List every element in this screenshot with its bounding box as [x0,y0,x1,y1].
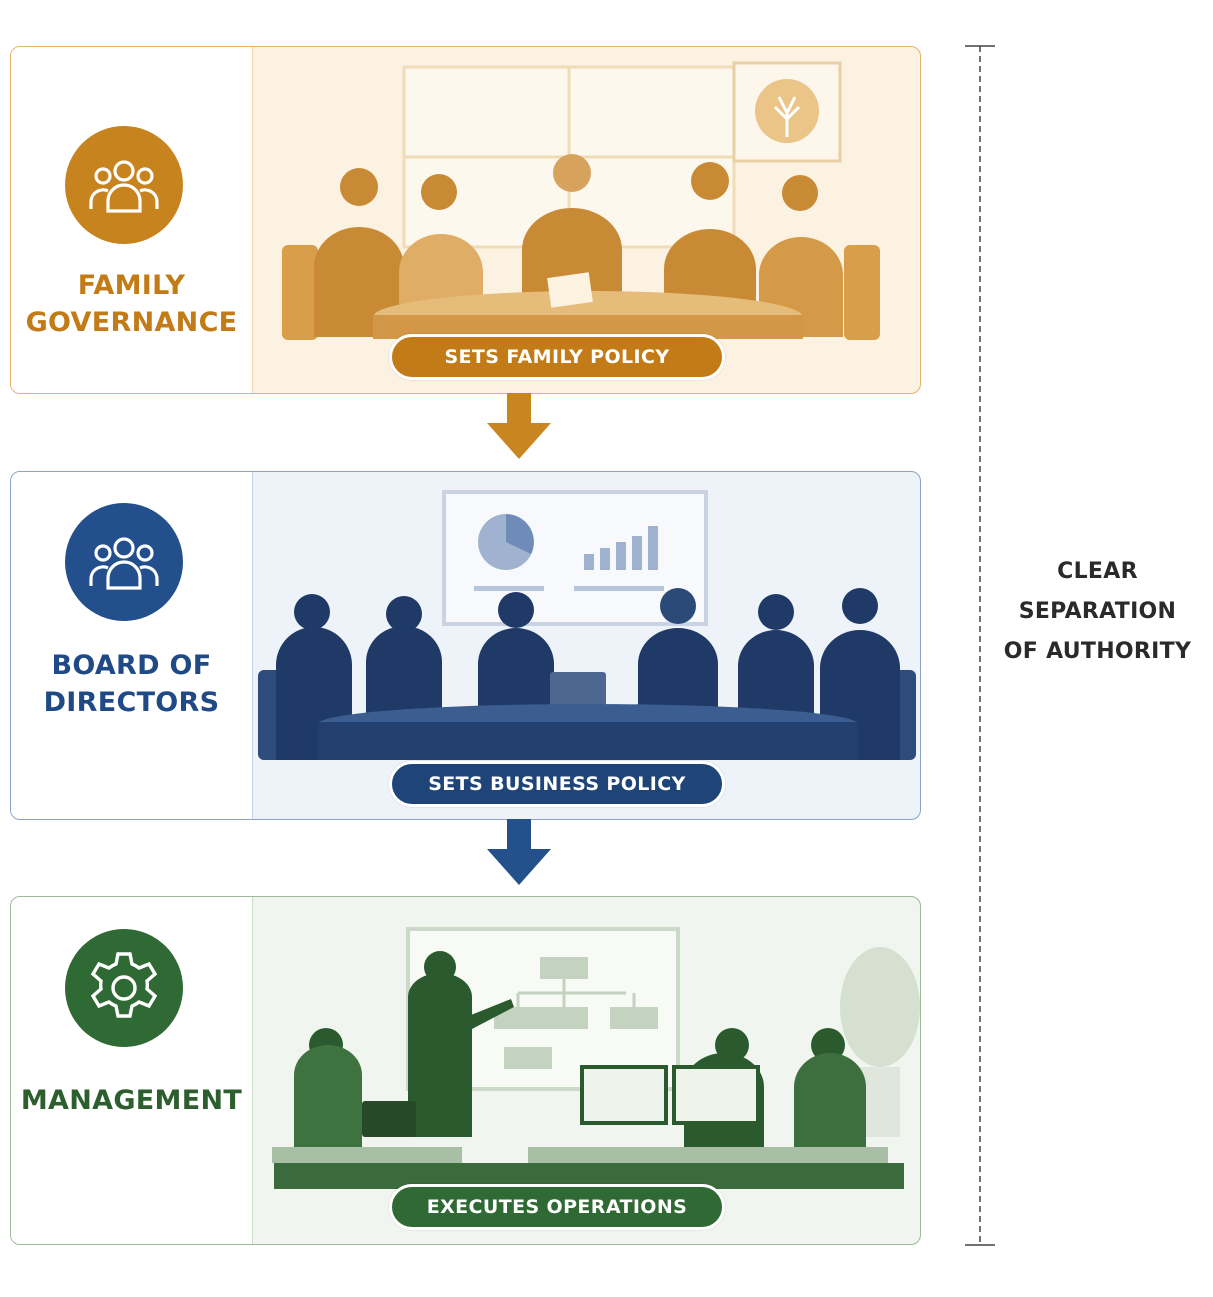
tier-sidebar: FAMILY GOVERNANCE [11,47,253,393]
arrow-down-icon [487,819,551,885]
gear-icon [65,929,183,1047]
tier-family-governance: FAMILY GOVERNANCE [10,46,921,394]
board-meeting-illustration [254,472,920,819]
family-meeting-illustration [254,47,920,393]
separation-of-authority-label: CLEAR SEPARATION OF AUTHORITY [990,552,1205,672]
authority-bracket [965,45,995,1246]
tier-board-of-directors: BOARD OF DIRECTORS [10,471,921,820]
tier-title-line: BOARD OF [51,650,212,681]
tier-sidebar: BOARD OF DIRECTORS [11,472,253,819]
family-policy-badge: SETS FAMILY POLICY [389,334,725,380]
tier-title-line: FAMILY [77,270,186,301]
separation-line: CLEAR [1057,559,1138,584]
tier-title: BOARD OF DIRECTORS [11,647,252,721]
executes-operations-badge: EXECUTES OPERATIONS [389,1184,725,1230]
tier-sidebar: MANAGEMENT [11,897,253,1244]
tier-title-line: GOVERNANCE [25,307,238,338]
tier-title: FAMILY GOVERNANCE [11,267,252,341]
tier-title-line: DIRECTORS [43,687,220,718]
tier-title-line: MANAGEMENT [20,1085,243,1116]
business-policy-badge: SETS BUSINESS POLICY [389,761,725,807]
management-operations-illustration [254,897,920,1244]
arrow-down-icon [487,393,551,459]
separation-line: OF AUTHORITY [1003,639,1192,664]
separation-line: SEPARATION [1018,599,1177,624]
tier-management: MANAGEMENT [10,896,921,1245]
tier-title: MANAGEMENT [11,1082,252,1119]
people-group-icon [65,126,183,244]
people-group-icon [65,503,183,621]
